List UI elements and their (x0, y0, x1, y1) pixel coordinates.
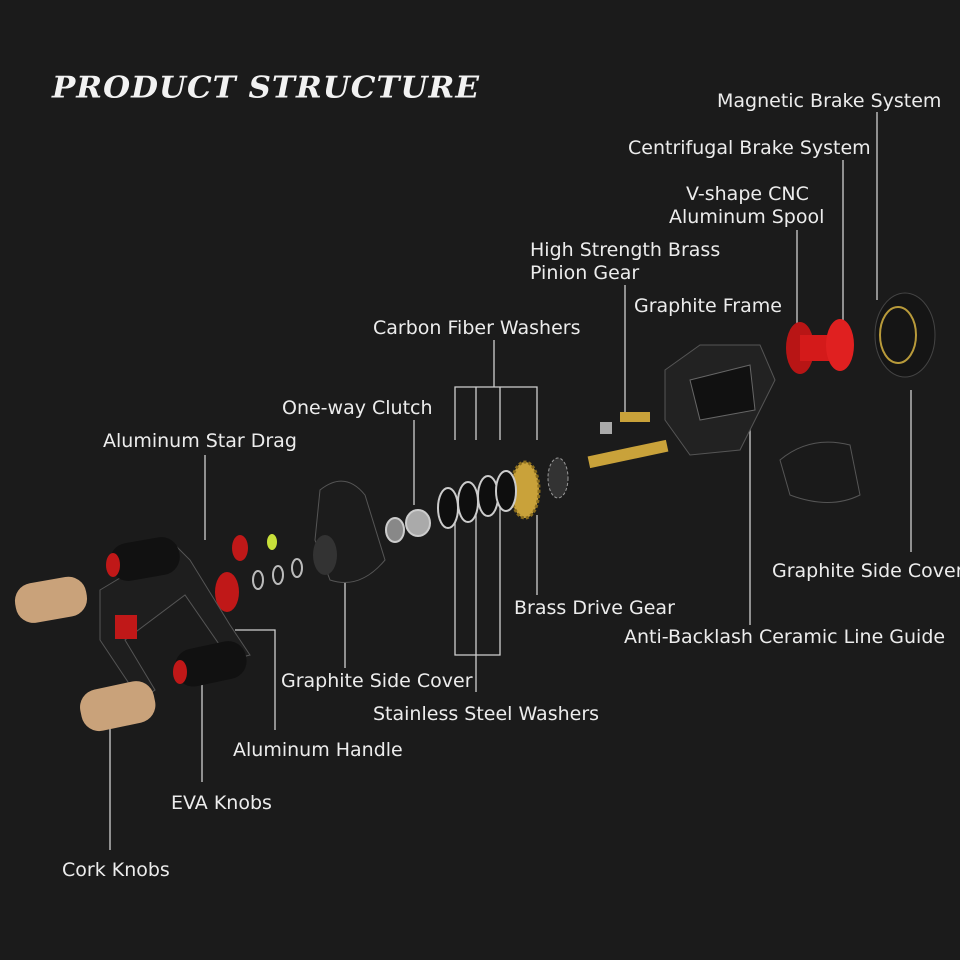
label-magnetic-brake-system: Magnetic Brake System (717, 90, 942, 112)
label-line-guide: Anti-Backlash Ceramic Line Guide (624, 626, 946, 648)
label-eva-knobs: EVA Knobs (171, 792, 272, 814)
label-pinion-line1: High Strength Brass (530, 239, 721, 261)
star-drag-part (215, 534, 303, 612)
label-graphite-frame: Graphite Frame (634, 295, 782, 317)
label-spool-line2: Aluminum Spool (669, 206, 825, 228)
label-centrifugal-brake-system: Centrifugal Brake System (628, 137, 871, 159)
label-brass-drive-gear: Brass Drive Gear (514, 597, 675, 619)
side-cover-right-part (779, 441, 861, 503)
cork-knobs-part (14, 576, 156, 732)
label-stainless-steel-washers: Stainless Steel Washers (373, 703, 600, 725)
label-graphite-side-cover-right: Graphite Side Cover (772, 560, 960, 582)
label-graphite-side-cover-left: Graphite Side Cover (281, 670, 473, 692)
magnetic-brake-part (874, 292, 936, 378)
washers-part (385, 470, 517, 543)
page-title: PRODUCT STRUCTURE (52, 70, 480, 106)
label-one-way-clutch: One-way Clutch (282, 397, 433, 419)
label-pinion-line2: Pinion Gear (530, 262, 640, 284)
label-cork-knobs: Cork Knobs (62, 859, 170, 881)
label-spool-line1: V-shape CNC (686, 183, 809, 205)
graphite-frame-part (664, 344, 776, 456)
leader-lines (109, 112, 912, 850)
side-cover-left-part (313, 480, 386, 583)
handle-part (99, 544, 251, 701)
eva-knobs-part (106, 537, 247, 687)
label-carbon-fiber-washers: Carbon Fiber Washers (373, 317, 581, 339)
pinion-gear-part (587, 412, 669, 469)
gears-part (509, 457, 569, 520)
label-aluminum-star-drag: Aluminum Star Drag (103, 430, 297, 452)
label-aluminum-handle: Aluminum Handle (233, 739, 403, 761)
spool-part (786, 319, 854, 374)
